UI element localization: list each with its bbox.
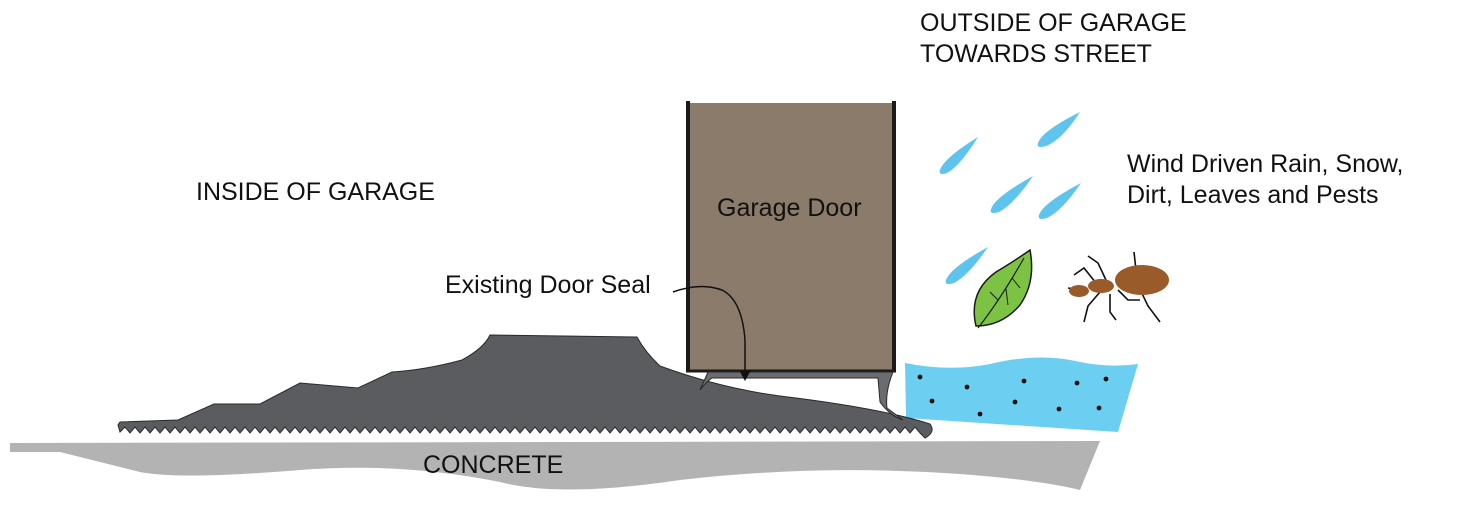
- concrete-slab: [10, 441, 1100, 490]
- outside-label-line1: OUTSIDE OF GARAGE: [920, 9, 1187, 37]
- leaf-vein: [989, 277, 1021, 306]
- water-puddle: [905, 357, 1138, 432]
- debris-dot: [917, 374, 923, 380]
- debris-dot: [964, 384, 970, 390]
- debris-dot: [1096, 405, 1102, 411]
- debris-dot: [1074, 380, 1080, 386]
- debris-dot: [1103, 376, 1109, 382]
- inside-garage-label: INSIDE OF GARAGE: [196, 178, 435, 206]
- ant-abdomen: [1115, 265, 1169, 295]
- hazards-label-line1: Wind Driven Rain, Snow,: [1127, 150, 1404, 178]
- ant-thorax: [1088, 279, 1114, 293]
- ant-icon: [1067, 251, 1169, 323]
- leaf-icon: [973, 248, 1033, 329]
- hazards-label-line2: Dirt, Leaves and Pests: [1127, 181, 1379, 210]
- rain-drop-icon: [1037, 112, 1080, 147]
- outside-garage-label: OUTSIDE OF GARAGE TOWARDS STREET: [920, 8, 1187, 71]
- existing-seal-label: Existing Door Seal: [445, 271, 651, 299]
- concrete-label: CONCRETE: [423, 451, 564, 479]
- rain-drop-icon: [990, 176, 1033, 213]
- seal-pointer-arrow: [672, 285, 746, 378]
- existing-door-seal: [699, 371, 904, 421]
- rain-drop-icon: [945, 247, 988, 284]
- garage-door-label: Garage Door: [717, 194, 862, 222]
- threshold-seal: [117, 334, 933, 439]
- outside-label-line2: TOWARDS STREET: [920, 40, 1152, 69]
- debris-dot: [929, 398, 935, 404]
- garage-door-panel: [688, 103, 894, 371]
- debris-dot: [1012, 399, 1018, 405]
- leaf-vein: [977, 257, 1025, 329]
- rain-drop-icon: [939, 137, 978, 174]
- seal-pointer-arrowhead: [739, 370, 751, 381]
- water-debris-dots: [917, 374, 1109, 417]
- rain-drop-icon: [1038, 183, 1081, 219]
- debris-dot: [1021, 378, 1027, 384]
- rain-drops: [939, 112, 1081, 284]
- debris-dot: [1056, 406, 1062, 412]
- leaf-blade: [973, 248, 1033, 327]
- debris-dot: [977, 411, 983, 417]
- hazards-label: Wind Driven Rain, Snow, Dirt, Leaves and…: [1127, 149, 1404, 212]
- ant-head: [1069, 285, 1089, 297]
